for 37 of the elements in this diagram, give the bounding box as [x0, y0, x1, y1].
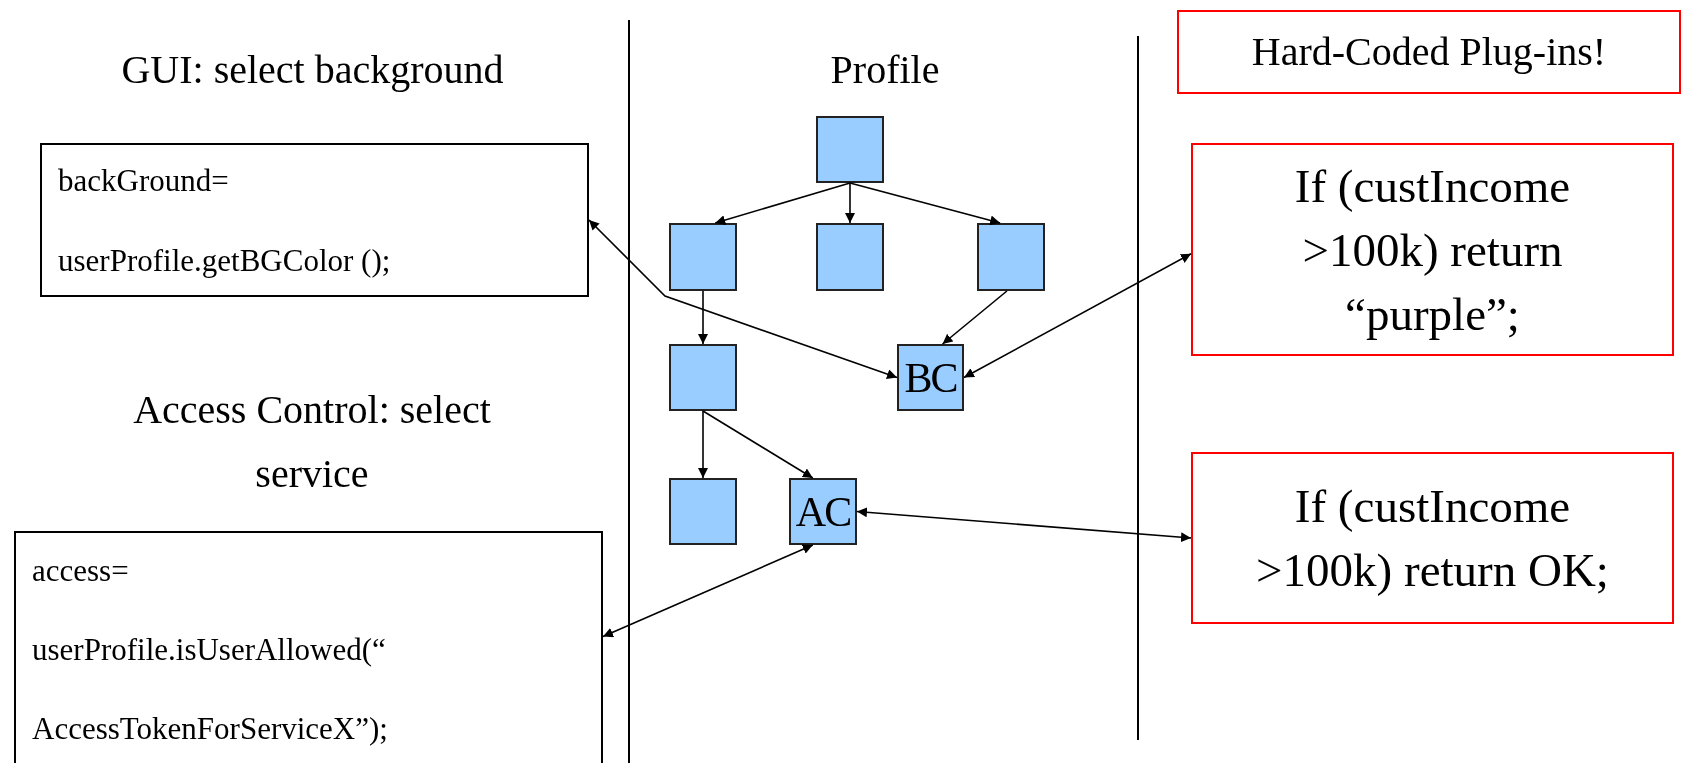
plugin-box	[1191, 143, 1674, 356]
profile-node	[897, 344, 964, 411]
code-line: access=	[32, 553, 129, 589]
profile-node	[669, 478, 737, 545]
arrow	[845, 182, 855, 224]
plugin-text: If (custIncome >100k) return OK;	[1255, 479, 1610, 598]
arrow	[941, 290, 1008, 345]
arrow	[702, 410, 814, 479]
arrow	[698, 290, 708, 345]
node-label: BC	[904, 356, 957, 399]
arrow	[714, 182, 851, 225]
plugin-box	[1191, 452, 1674, 624]
arrow	[856, 507, 1192, 543]
node-label: AC	[795, 490, 851, 533]
plugin-box	[1177, 10, 1681, 94]
code-line: userProfile.isUserAllowed(“	[32, 632, 386, 668]
code-line: userProfile.getBGColor ();	[58, 243, 391, 279]
plugin-text: Hard-Coded Plug-ins!	[1251, 28, 1607, 76]
profile-node	[669, 223, 737, 291]
profile-node	[977, 223, 1045, 291]
plugin-text: If (custIncome >100k) return “purple”;	[1293, 158, 1572, 342]
arrow	[602, 544, 814, 638]
profile-node	[816, 223, 884, 291]
code-line: backGround=	[58, 163, 229, 199]
section-heading: GUI: select background	[120, 46, 505, 94]
arrow	[698, 410, 708, 479]
section-heading: Profile	[829, 46, 941, 94]
profile-node	[789, 478, 857, 545]
code-box	[40, 143, 589, 297]
code-box	[14, 531, 603, 763]
arrow	[963, 252, 1192, 379]
code-line: AccessTokenForServiceX”);	[32, 711, 388, 747]
profile-node	[669, 344, 737, 411]
section-heading: Access Control: select service	[132, 386, 492, 498]
arrow	[588, 219, 898, 379]
profile-node	[816, 116, 884, 183]
arrow	[849, 182, 1001, 226]
